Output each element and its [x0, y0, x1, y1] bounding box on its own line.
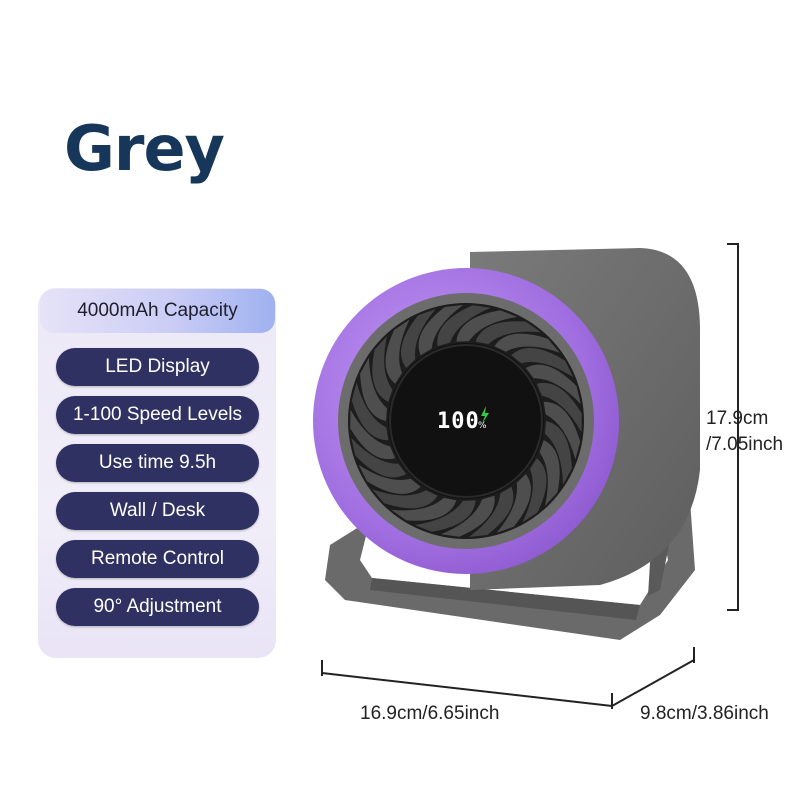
product-color-title: Grey	[64, 112, 225, 185]
height-dimension-inch: /7.05inch	[706, 434, 784, 455]
feature-pill: Use time 9.5h	[56, 444, 259, 482]
feature-pill: 90° Adjustment	[56, 588, 259, 626]
fan-blade	[545, 421, 572, 485]
feature-pill: Wall / Desk	[56, 492, 259, 530]
depth-dimension: 9.8cm/3.86inch	[640, 703, 769, 724]
fan-hub	[388, 343, 544, 499]
fan-blade	[441, 495, 495, 537]
fan-blade	[496, 474, 531, 533]
capacity-badge: 4000mAh Capacity	[40, 289, 275, 333]
fan-blade	[525, 364, 581, 405]
feature-pill: LED Display	[56, 348, 259, 386]
fan-blade	[522, 458, 547, 523]
fan-blade	[468, 486, 514, 537]
height-dimension-cm: 17.9cm	[706, 408, 769, 429]
fan-blade	[391, 497, 457, 521]
fan-blade	[372, 336, 393, 402]
fan-blade	[351, 382, 389, 441]
fan-blade	[536, 382, 582, 433]
fan-blade	[418, 305, 464, 356]
fan-blade	[539, 440, 560, 506]
fan-blade	[494, 333, 560, 353]
fan-product-image: 100 %	[313, 248, 700, 640]
fan-blades	[350, 305, 582, 537]
fan-blade	[543, 401, 581, 460]
feature-pill: 1-100 Speed Levels	[56, 396, 259, 434]
fan-blade	[351, 437, 407, 478]
fan-blade	[350, 409, 396, 460]
fan-blade	[414, 500, 476, 532]
led-display-unit: %	[478, 421, 487, 431]
led-display-reading: 100	[437, 409, 480, 434]
fan-blade	[475, 321, 541, 345]
width-dimension: 16.9cm/6.65inch	[360, 703, 500, 724]
fan-blade	[401, 309, 436, 368]
fan-blade	[456, 310, 518, 342]
fan-blade	[385, 319, 410, 384]
fan-blade	[360, 357, 387, 421]
feature-pill: Remote Control	[56, 540, 259, 578]
fan-blade	[511, 348, 574, 378]
battery-bolt-icon	[481, 406, 489, 424]
fan-blade	[358, 464, 421, 494]
fan-blade	[437, 305, 491, 347]
fan-blade	[372, 489, 438, 509]
